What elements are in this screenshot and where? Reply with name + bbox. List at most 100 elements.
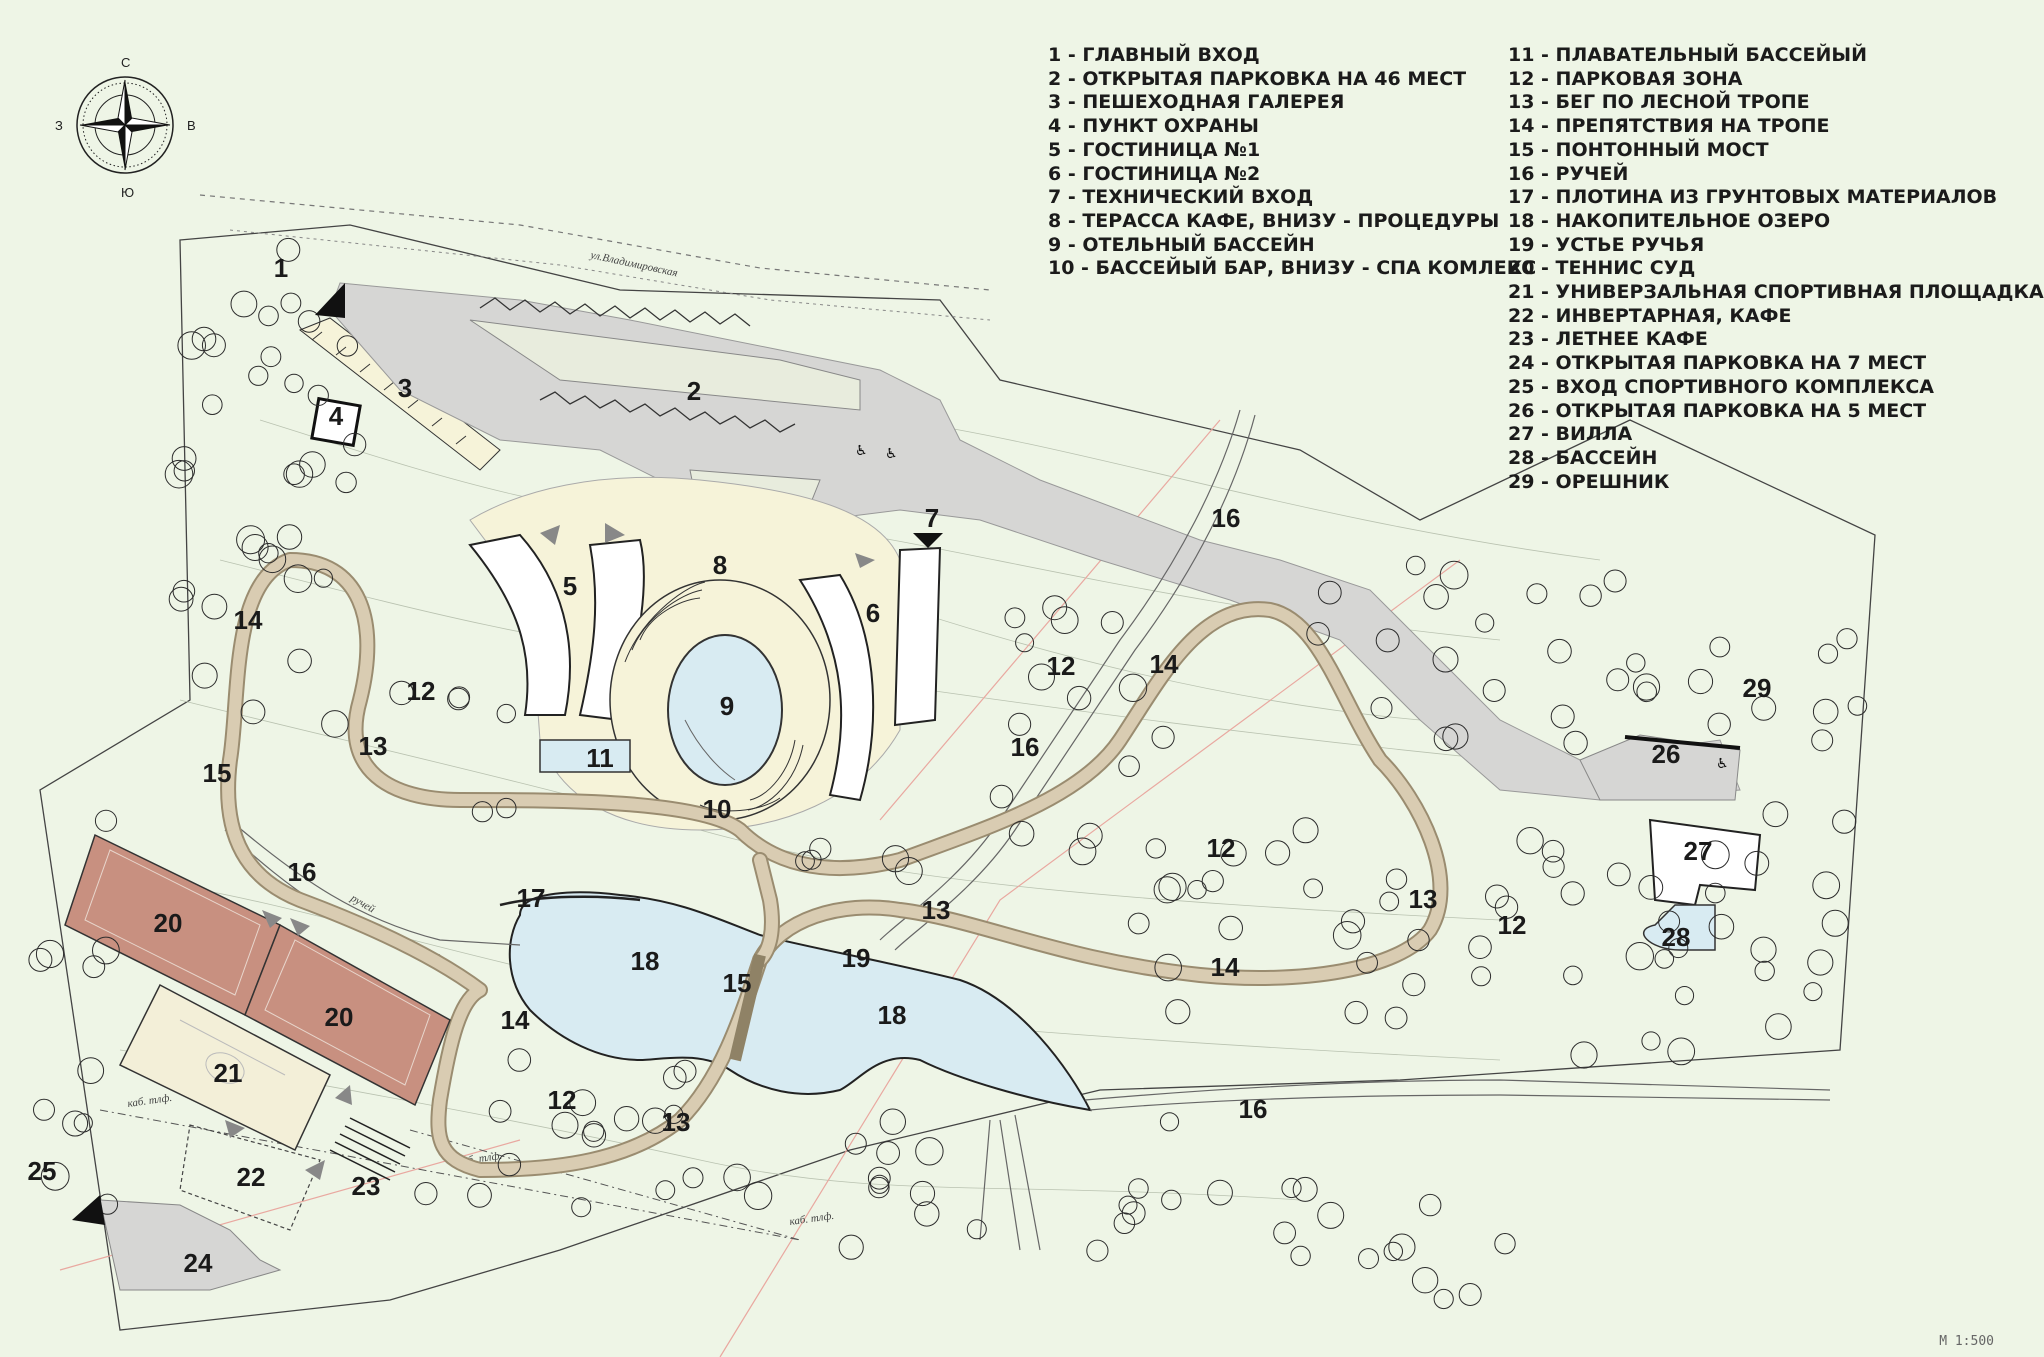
tree-icon	[1494, 1233, 1516, 1255]
legend-item: 7 - ТЕХНИЧЕСКИЙ ВХОД	[1048, 186, 1314, 209]
legend-item: 1 - ГЛАВНЫЙ ВХОД	[1048, 44, 1260, 66]
tree-icon	[1411, 1267, 1439, 1294]
tree-icon	[77, 1057, 105, 1084]
marker-22: 22	[237, 1162, 266, 1192]
tree-icon	[1419, 1193, 1442, 1217]
tree-icon	[467, 1182, 492, 1208]
tree-icon	[1754, 960, 1775, 982]
tree-icon	[276, 524, 303, 550]
tree-icon	[258, 543, 279, 564]
compass-east: В	[187, 118, 196, 133]
tree-icon	[1709, 636, 1731, 658]
marker-10: 10	[703, 794, 732, 824]
marker-15b: 15	[723, 968, 752, 998]
marker-1: 1	[274, 253, 288, 283]
tree-icon	[868, 1176, 890, 1199]
tree-icon	[1632, 673, 1661, 701]
tree-icon	[1762, 801, 1789, 828]
tree-icon	[1218, 915, 1243, 941]
tree-icon	[258, 305, 279, 327]
parking-stall-zigzag-1	[479, 297, 751, 327]
tree-icon	[1550, 704, 1575, 729]
tree-icon	[1344, 1000, 1368, 1025]
marker-14d: 14	[501, 1005, 530, 1035]
tree-icon	[287, 648, 312, 674]
reservoir-lake	[508, 891, 1092, 1112]
tree-icon	[1407, 928, 1430, 952]
street-line	[199, 194, 991, 291]
tree-icon	[1292, 817, 1319, 844]
tree-icon	[1475, 613, 1495, 633]
marker-12c: 12	[1207, 833, 1236, 863]
svg-text:♿: ♿	[1716, 756, 1729, 772]
marker-24: 24	[184, 1248, 213, 1278]
legend-column-left: 1 - ГЛАВНЫЙ ВХОД 2 - ОТКРЫТАЯ ПАРКОВКА Н…	[1048, 44, 1536, 281]
tree-icon	[801, 849, 822, 870]
accessible-parking-icon: ♿♿♿	[855, 443, 1729, 772]
tree-icon	[1560, 881, 1585, 906]
tree-icon	[581, 1123, 607, 1148]
legend-item: 4 - ПУНКТ ОХРАНЫ	[1048, 115, 1259, 138]
tree-icon	[1563, 965, 1583, 986]
marker-21: 21	[214, 1058, 243, 1088]
tree-icon	[1402, 973, 1426, 997]
tree-icon	[1471, 966, 1492, 987]
marker-14c: 14	[1211, 952, 1240, 982]
legend-item: 13 - БЕГ ПО ЛЕСНОЙ ТРОПЕ	[1508, 91, 1810, 114]
tree-icon	[1145, 838, 1167, 859]
tree-icon	[966, 1219, 987, 1240]
tree-icon	[1494, 895, 1519, 919]
tree-icon	[1423, 584, 1449, 610]
tennis-lines	[84, 849, 431, 1086]
tree-icon	[723, 1163, 751, 1192]
tree-icon	[191, 326, 217, 352]
tree-icon	[1153, 876, 1181, 904]
tree-icon	[1379, 891, 1400, 912]
marker-14a: 14	[234, 605, 263, 635]
tree-icon	[1128, 1178, 1149, 1199]
tree-icon	[1847, 696, 1868, 716]
tree-icon	[168, 586, 194, 612]
tree-icon	[1687, 668, 1714, 695]
tree-icon	[1812, 871, 1841, 900]
marker-8: 8	[713, 550, 727, 580]
marker-13a: 13	[359, 731, 388, 761]
tree-icon	[1340, 909, 1366, 934]
tree-icon	[1482, 679, 1506, 702]
tree-icon	[283, 463, 305, 486]
tree-icon	[1832, 809, 1857, 834]
legend-item: 15 - ПОНТОННЫЙ МОСТ	[1508, 138, 1769, 161]
tree-icon	[342, 432, 367, 457]
legend-item: 26 - ОТКРЫТАЯ ПАРКОВКА НА 5 МЕСТ	[1508, 399, 1927, 422]
marker-27: 27	[1684, 836, 1713, 866]
tree-icon	[280, 292, 302, 314]
tree-icon	[1516, 827, 1544, 855]
marker-14b: 14	[1150, 649, 1179, 679]
tree-icon	[1547, 638, 1572, 664]
marker-18b: 18	[878, 1000, 907, 1030]
marker-3: 3	[398, 373, 412, 403]
parking-stall-zigzag-2	[539, 391, 796, 433]
tree-icon	[1658, 910, 1681, 933]
tree-icon	[1654, 949, 1675, 969]
marker-9: 9	[720, 691, 734, 721]
tree-icon	[664, 1104, 684, 1125]
tree-icon	[1008, 820, 1035, 847]
tree-icon	[1817, 643, 1839, 664]
main-entrance-arrow	[315, 283, 345, 318]
tree-icon	[1432, 646, 1459, 673]
tree-icon	[795, 851, 815, 872]
tree-icon	[248, 365, 269, 386]
tree-icon	[1332, 921, 1362, 950]
tree-icon	[202, 394, 223, 416]
tree-icon	[844, 1132, 867, 1155]
swimming-pool	[539, 739, 631, 773]
tree-icon	[94, 809, 118, 832]
plan-markers: 1 2 3 4 5 6 7 8 9 10 11 12 12 12 12 12 1…	[28, 253, 1772, 1278]
tree-icon	[1265, 840, 1291, 866]
tree-icon	[82, 955, 106, 979]
tree-icon	[283, 564, 313, 594]
marker-7: 7	[925, 503, 939, 533]
tree-icon	[276, 237, 301, 262]
summer-cafe	[329, 1117, 411, 1181]
